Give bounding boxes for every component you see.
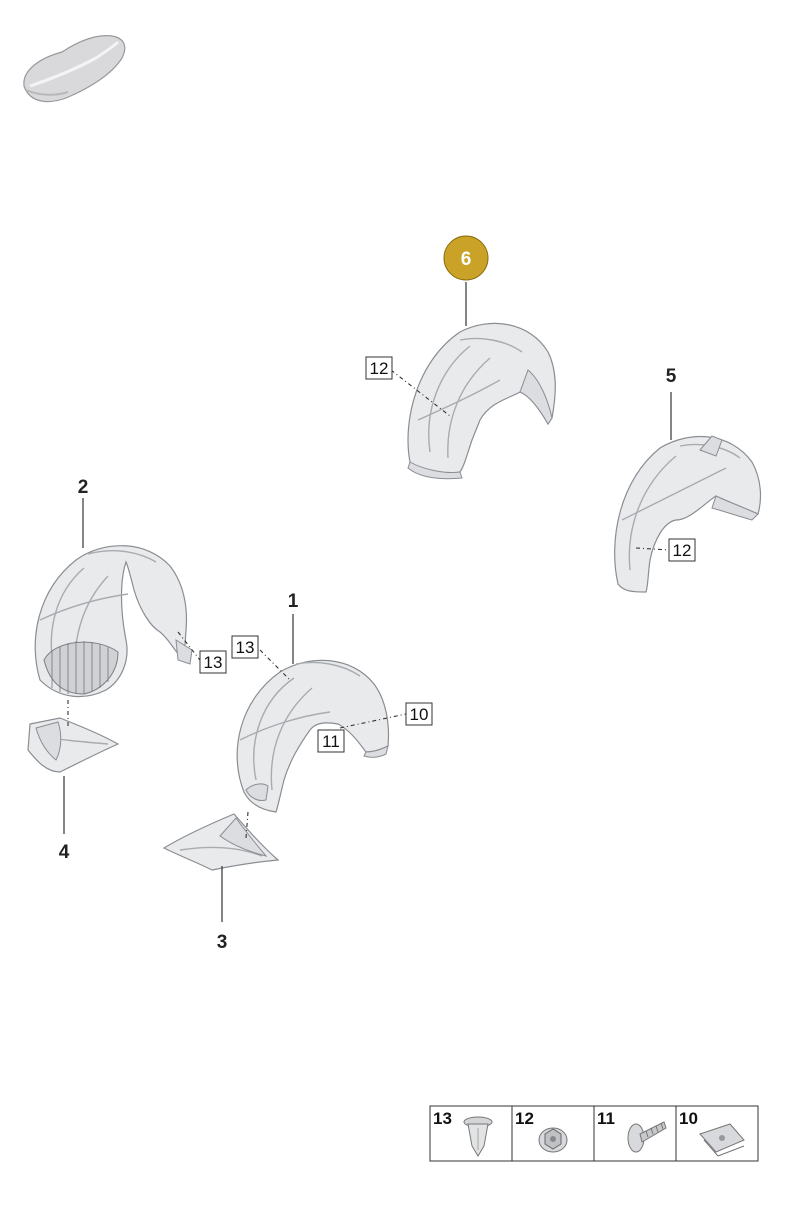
- hex-nut-icon: [538, 1127, 568, 1153]
- ref-box-11[interactable]: 11: [317, 729, 345, 753]
- legend-item-13[interactable]: 13: [433, 1109, 493, 1157]
- ref-box-12-right[interactable]: 12: [668, 538, 696, 562]
- plastic-clip-icon: [463, 1116, 493, 1157]
- legend-item-12[interactable]: 12: [515, 1109, 568, 1153]
- callout-6-label: 6: [461, 249, 472, 270]
- svg-text:13: 13: [433, 1109, 452, 1128]
- wheel-liner-part-5[interactable]: [614, 435, 762, 593]
- svg-text:13: 13: [236, 638, 255, 657]
- ref-box-13-left[interactable]: 13: [199, 650, 227, 674]
- svg-text:12: 12: [370, 359, 389, 378]
- wheel-liner-part-1[interactable]: [236, 659, 390, 813]
- ref-box-10[interactable]: 10: [405, 702, 433, 726]
- legend-item-11[interactable]: 11: [597, 1109, 667, 1153]
- svg-text:10: 10: [679, 1109, 698, 1128]
- vent-grille-icon: [43, 641, 119, 695]
- svg-text:12: 12: [515, 1109, 534, 1128]
- callout-1-label[interactable]: 1: [288, 591, 299, 612]
- fastener-legend: 13 12 11 10: [429, 1105, 759, 1162]
- callout-4-label[interactable]: 4: [59, 842, 70, 863]
- ref-box-13-mid[interactable]: 13: [231, 635, 259, 659]
- legend-item-10[interactable]: 10: [679, 1109, 745, 1157]
- cover-panel-part-3[interactable]: [162, 813, 280, 871]
- wheel-liner-part-2[interactable]: [34, 545, 193, 698]
- callout-3-label[interactable]: 3: [217, 932, 228, 953]
- clip-nut-icon: [699, 1123, 745, 1157]
- cover-panel-part-4[interactable]: [27, 717, 120, 773]
- screw-icon: [627, 1121, 667, 1153]
- svg-text:11: 11: [597, 1109, 615, 1128]
- svg-text:12: 12: [673, 541, 692, 560]
- car-thumbnail-icon: [23, 35, 126, 103]
- svg-text:11: 11: [322, 732, 340, 751]
- callout-5-label[interactable]: 5: [666, 366, 677, 387]
- svg-text:13: 13: [204, 653, 223, 672]
- callout-6-highlight[interactable]: 6: [443, 235, 489, 281]
- svg-text:10: 10: [410, 705, 429, 724]
- ref-box-12-top[interactable]: 12: [365, 356, 393, 380]
- wheel-liner-part-6[interactable]: [407, 322, 556, 480]
- callout-2-label[interactable]: 2: [78, 477, 89, 498]
